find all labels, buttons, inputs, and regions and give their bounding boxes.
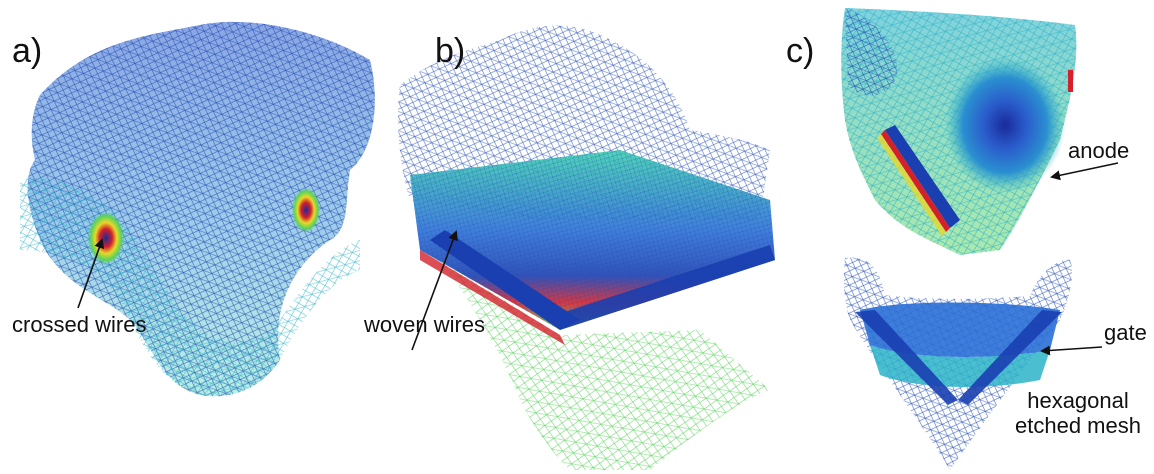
gate-label: gate — [1104, 320, 1147, 345]
panel-b-mesh — [398, 25, 775, 470]
panel-a-label: a) — [12, 32, 43, 70]
mesh-label-line-2: etched mesh — [1015, 413, 1141, 439]
annotation-arrows — [77, 162, 1119, 356]
woven-wires-label: woven wires — [364, 312, 486, 337]
crossed-wires-label: crossed wires — [12, 312, 147, 337]
panel-b-label: b) — [435, 32, 466, 70]
panel-c-gate-mesh — [843, 257, 1072, 470]
panel-c-anode-mesh — [841, 8, 1077, 255]
panel-a-mesh — [20, 21, 375, 397]
hexagonal-etched-mesh-label: hexagonal etched mesh — [1008, 388, 1148, 439]
mesh-label-line-1: hexagonal — [1027, 388, 1129, 413]
panel-c-label: c) — [786, 32, 815, 70]
anode-label: anode — [1068, 138, 1130, 163]
